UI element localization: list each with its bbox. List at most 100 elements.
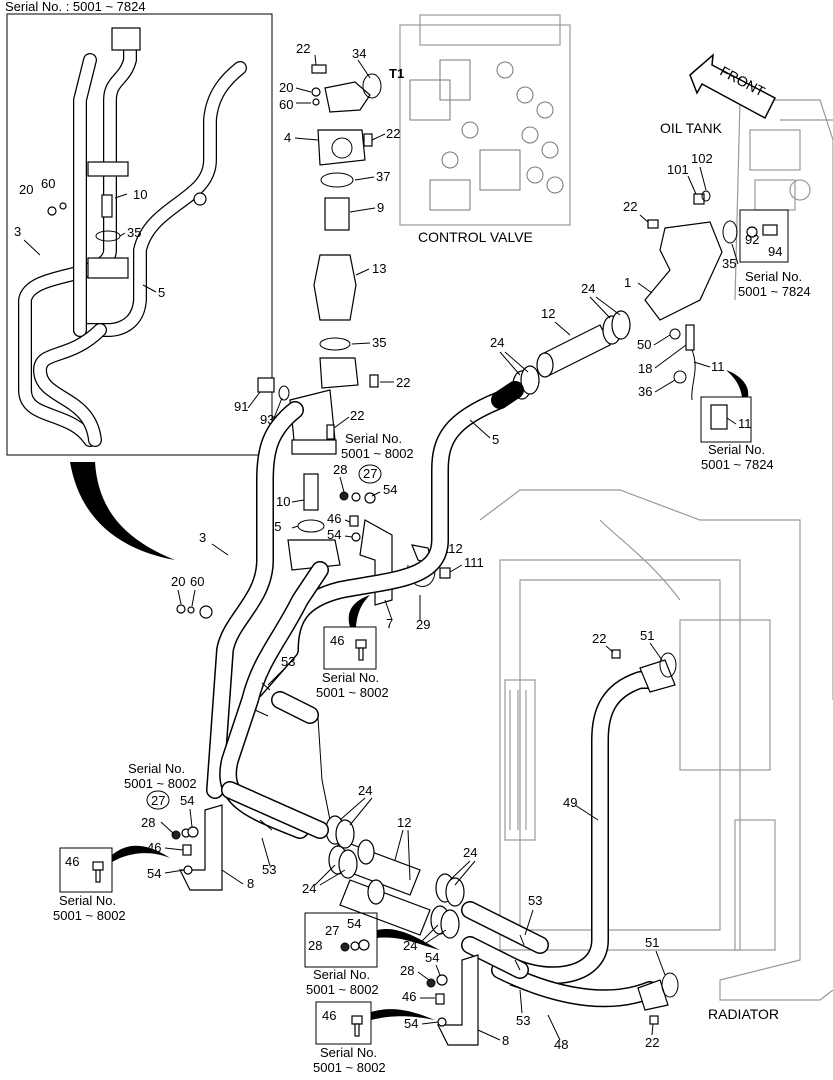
callout-7: 7: [386, 616, 393, 631]
callout-22b: 22: [386, 126, 400, 141]
box-46-left: [59, 847, 113, 893]
callout-20-inset: 20: [19, 182, 33, 197]
flange-4-hole: [331, 137, 353, 159]
bolt-22-f: [611, 649, 621, 659]
callout-102: 102: [691, 151, 713, 166]
bolt-46-d: [435, 993, 445, 1005]
callout-28c: 28: [308, 938, 322, 953]
callout-12b: 12: [397, 815, 411, 830]
serial-leftmid-line2: 5001 ~ 8002: [124, 776, 197, 791]
box-46-bottom: [315, 1001, 372, 1045]
nut-111: [439, 567, 451, 579]
inset-flange-mid: [87, 161, 129, 177]
callout-11a: 11: [711, 359, 725, 374]
oring-51-a: [659, 652, 677, 678]
inset-frame: [6, 13, 273, 456]
serial-box46-line2: 5001 ~ 8002: [316, 685, 389, 700]
elbow-flange: [319, 357, 359, 389]
box-27-54-28: [304, 912, 378, 968]
serial-midbox-line1: Serial No.: [313, 967, 370, 982]
bolt-46-left-box: [92, 861, 104, 871]
callout-24c: 24: [358, 783, 372, 798]
callout-60a: 60: [279, 97, 293, 112]
callout-51b: 51: [645, 935, 659, 950]
callout-27b: 27: [151, 793, 165, 808]
callout-91: 91: [234, 399, 248, 414]
callout-5: 5: [492, 432, 499, 447]
callout-35-inset: 35: [127, 225, 141, 240]
callout-20b: 20: [171, 574, 185, 589]
serial-sensor-line2: 5001 ~ 7824: [701, 457, 774, 472]
part-94: [762, 224, 778, 236]
callout-24e: 24: [302, 881, 316, 896]
bolt-22-d: [326, 424, 335, 440]
callout-49: 49: [563, 795, 577, 810]
washer-54-d: [183, 865, 193, 875]
inset-pipe-3: [18, 31, 137, 447]
plug-91: [257, 377, 275, 393]
serial-bracket7-line1: Serial No.: [345, 431, 402, 446]
callout-4: 4: [284, 130, 291, 145]
bolt-22-top: [311, 64, 327, 74]
washer-60: [187, 606, 195, 614]
inset-bolt-10: [101, 194, 113, 218]
washer-54-b: [351, 532, 361, 542]
callout-37: 37: [376, 169, 390, 184]
callout-51a: 51: [640, 628, 654, 643]
tank-elbow-1: [644, 221, 723, 321]
callout-10a: 10: [276, 494, 290, 509]
callout-22c: 22: [396, 375, 410, 390]
inset-pipe-5: [73, 61, 247, 337]
callout-9: 9: [377, 200, 384, 215]
bolt-46-bottom-box: [351, 1015, 363, 1025]
washer-27-a: [351, 492, 361, 502]
bolt-22-e: [647, 219, 659, 229]
bottom-box-pointer: [371, 1009, 435, 1020]
callout-12a: 12: [541, 306, 555, 321]
pipe-5-end: [491, 381, 524, 409]
flange-bottom-radiator: [637, 979, 669, 1011]
callout-8b: 8: [502, 1033, 509, 1048]
callout-3-inset: 3: [14, 224, 21, 239]
callout-24a: 24: [490, 335, 504, 350]
callout-28d: 28: [400, 963, 414, 978]
oil-tank-drawing: [734, 99, 833, 700]
pipe-49: [491, 671, 659, 985]
serial-leftmid-line1: Serial No.: [128, 761, 185, 776]
callout-35a: 35: [372, 335, 386, 350]
sensor-cable: [691, 349, 696, 401]
oring-50: [669, 328, 681, 340]
callout-53c: 53: [528, 893, 542, 908]
box-92-94: [739, 209, 789, 263]
bolt-10: [303, 473, 319, 511]
callout-28b: 28: [141, 815, 155, 830]
callout-27c: 27: [325, 923, 339, 938]
callout-50: 50: [637, 337, 651, 352]
serial-botbox-line2: 5001 ~ 8002: [313, 1060, 386, 1075]
washer-54-box: [358, 939, 370, 951]
bolt-22-c: [369, 374, 379, 388]
callout-5-inset: 5: [158, 285, 165, 300]
callout-48: 48: [554, 1037, 568, 1052]
callout-46e: 46: [322, 1008, 336, 1023]
plug-end: [199, 605, 213, 619]
callout-54d: 54: [147, 866, 161, 881]
serial-midbox-line2: 5001 ~ 8002: [306, 982, 379, 997]
callout-111: 111: [464, 555, 484, 570]
flange-plate: [291, 439, 337, 455]
serial-bracket7-line2: 5001 ~ 8002: [341, 446, 414, 461]
callout-36: 36: [638, 384, 652, 399]
bracket-8-right: [437, 954, 479, 1046]
washer-28-box: [340, 942, 350, 952]
inset-block: [87, 257, 129, 279]
washer-27-box: [350, 941, 360, 951]
callout-22a: 22: [296, 41, 310, 56]
circle-27-a: [358, 464, 382, 484]
washer-28-b: [171, 830, 181, 840]
callout-22e: 22: [623, 199, 637, 214]
hose-fitting-13: [313, 254, 357, 321]
callout-13: 13: [372, 261, 386, 276]
callout-54a: 54: [383, 482, 397, 497]
serial-leftbox-line1: Serial No.: [59, 893, 116, 908]
callout-54g: 54: [404, 1016, 418, 1031]
